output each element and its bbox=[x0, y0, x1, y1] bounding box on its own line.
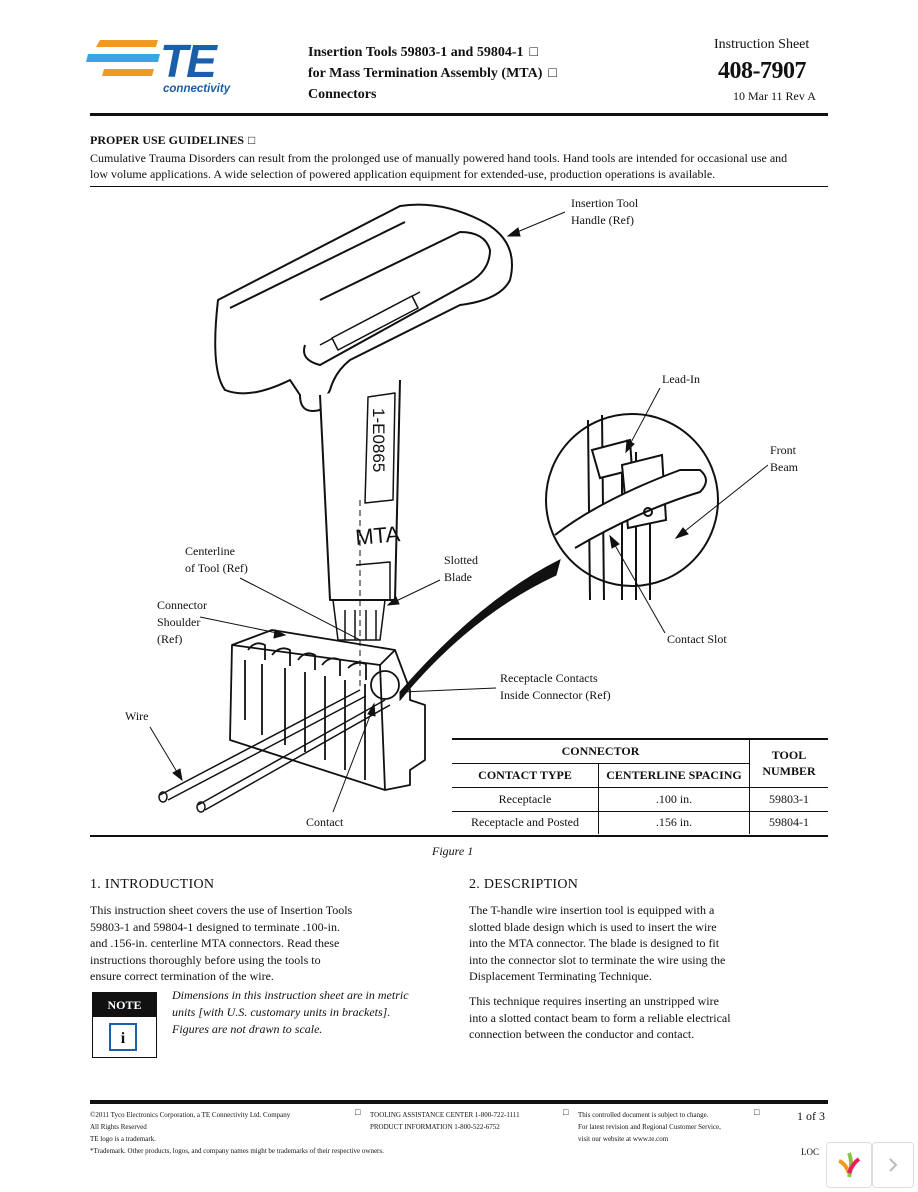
note-text: Dimensions in this instruction sheet are… bbox=[172, 988, 409, 1036]
footer-separator: □ bbox=[355, 1107, 361, 1117]
table-row: Receptacle and Posted .156 in. 59804-1 bbox=[452, 811, 828, 834]
te-logo-subtitle: connectivity bbox=[163, 83, 231, 95]
footer-divider bbox=[90, 1100, 828, 1104]
chevron-right-icon bbox=[889, 1158, 898, 1172]
label-wire: Wire bbox=[125, 709, 149, 723]
table-cell: .100 in. bbox=[598, 787, 750, 812]
tool-handle bbox=[214, 203, 513, 412]
intro-text: This instruction sheet covers the use of… bbox=[90, 903, 353, 984]
header-divider bbox=[90, 113, 828, 116]
label-contact-slot: Contact Slot bbox=[667, 632, 727, 646]
table-col-header: CONTACT TYPE bbox=[452, 763, 599, 788]
wires bbox=[158, 689, 391, 813]
box-glyph: □ bbox=[248, 133, 256, 147]
leader-lines bbox=[149, 211, 769, 813]
note-label: NOTE bbox=[93, 993, 156, 1017]
footer-notice: This controlled document is subject to c… bbox=[578, 1111, 721, 1143]
date-revision: 10 Mar 11 Rev A bbox=[733, 89, 816, 103]
note-box: NOTE i bbox=[92, 992, 157, 1058]
document-number: 408-7907 bbox=[718, 58, 807, 84]
tool-mta-marking: MTA bbox=[354, 521, 401, 550]
box-glyph: □ bbox=[529, 45, 538, 60]
footer-copyright: ©2011 Tyco Electronics Corporation, a TE… bbox=[90, 1111, 384, 1155]
te-logo-mark: TE bbox=[160, 35, 218, 87]
loc-code: LOC bbox=[801, 1147, 819, 1157]
figure-1-drawing: 1-E0865 MTA bbox=[149, 203, 769, 813]
footer-separator: □ bbox=[563, 1107, 569, 1117]
intro-heading: 1. INTRODUCTION bbox=[90, 877, 215, 892]
description-heading: 2. DESCRIPTION bbox=[469, 877, 579, 892]
table-cell: Receptacle bbox=[452, 787, 599, 812]
description-para-2: This technique requires inserting an uns… bbox=[469, 994, 731, 1042]
footer-separator: □ bbox=[754, 1107, 760, 1117]
mta-connector bbox=[229, 629, 426, 791]
next-page-button[interactable] bbox=[872, 1142, 914, 1188]
figure-bottom-divider bbox=[90, 835, 828, 837]
guidelines-heading: PROPER USE GUIDELINES□ bbox=[90, 133, 256, 147]
tool-shaft bbox=[319, 379, 401, 601]
title-line: Insertion Tools 59803-1 and 59804-1□ bbox=[308, 45, 538, 60]
title-line: for Mass Termination Assembly (MTA)□ bbox=[308, 66, 557, 81]
info-icon: i bbox=[109, 1023, 137, 1051]
table-group-header: CONNECTOR bbox=[452, 738, 750, 764]
label-lead-in: Lead-In bbox=[662, 372, 700, 386]
tool-part-marking: 1-E0865 bbox=[369, 408, 388, 472]
description-para-1: The T-handle wire insertion tool is equi… bbox=[469, 903, 726, 984]
table-cell: Receptacle and Posted bbox=[471, 815, 579, 830]
document-title: Insertion Tools 59803-1 and 59804-1□ for… bbox=[308, 42, 557, 105]
page-number: 1 of 3 bbox=[797, 1109, 825, 1123]
label-contact: Contact bbox=[306, 815, 344, 829]
figure-caption: Figure 1 bbox=[432, 844, 474, 858]
table-row: Receptacle .100 in. 59803-1 bbox=[452, 787, 828, 812]
title-line: Connectors bbox=[308, 87, 377, 102]
table-cell: .156 in. bbox=[598, 811, 750, 834]
guidelines-text: Cumulative Trauma Disorders can result f… bbox=[90, 151, 788, 181]
slotted-blade bbox=[332, 599, 386, 641]
guidelines-divider bbox=[90, 186, 828, 187]
table-col-header: CENTERLINE SPACING bbox=[598, 763, 750, 788]
detail-callout bbox=[399, 413, 719, 702]
te-logo: TE connectivity bbox=[86, 34, 256, 98]
table-cell: 59804-1 bbox=[749, 811, 828, 834]
viewer-logo-icon[interactable] bbox=[826, 1142, 872, 1188]
footer-contacts: TOOLING ASSISTANCE CENTER 1-800-722-1111… bbox=[370, 1111, 520, 1131]
instruction-sheet-label: Instruction Sheet bbox=[714, 37, 810, 52]
te-logo-swoosh bbox=[86, 40, 160, 76]
box-glyph: □ bbox=[548, 66, 557, 81]
table-cell: 59803-1 bbox=[749, 787, 828, 812]
